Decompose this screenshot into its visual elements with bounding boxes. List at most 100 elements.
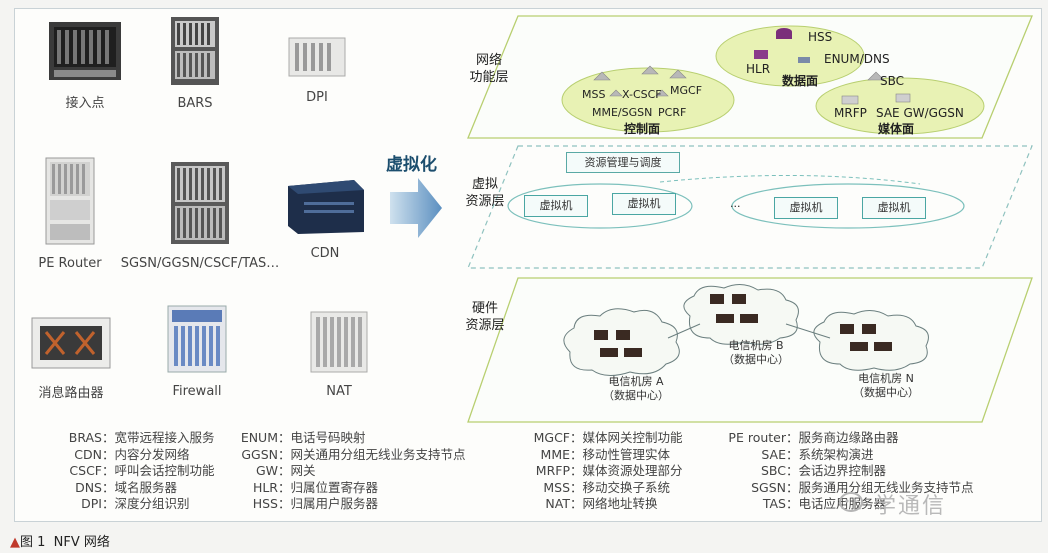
- function-ovals: [561, 25, 985, 135]
- legend-row: SAE：系统架构演进: [712, 447, 974, 464]
- device-firewall: Firewall: [152, 304, 242, 399]
- data-plane-title: 数据面: [782, 74, 819, 88]
- label-mss: MSS: [582, 88, 606, 101]
- virtual-machine: 虚拟机: [862, 197, 926, 219]
- legend-abbr: CSCF: [69, 463, 102, 478]
- legend-desc: 域名服务器: [114, 479, 178, 495]
- wechat-icon: [839, 492, 863, 512]
- legend-desc: 电话号码映射: [290, 430, 366, 445]
- legend-abbr: SAE: [761, 446, 786, 462]
- legend-row: SGSN：服务通用分组无线业务支持节点: [712, 479, 974, 497]
- legend-row: GW：网关: [222, 463, 466, 480]
- legend-desc: 系统架构演进: [798, 446, 874, 462]
- device-dpi: DPI: [272, 34, 362, 105]
- chassis-icon: [167, 305, 227, 373]
- legend-desc: 服务商边缘路由器: [798, 430, 899, 445]
- device-label: DPI: [306, 90, 328, 105]
- layer-name: 网络 功能层: [469, 53, 509, 85]
- legend-row: SBC：会话边界控制器: [712, 463, 974, 480]
- caption-text: 图 1 NFV 网络: [20, 535, 110, 550]
- label-enum-dns: ENUM/DNS: [824, 52, 890, 66]
- legend-desc: 会话边界控制器: [798, 463, 887, 478]
- chassis-icon: [171, 17, 219, 85]
- vm-ellipsis: ···: [730, 200, 741, 213]
- legend-abbr: DNS: [75, 479, 102, 495]
- mss-icon: [593, 71, 611, 81]
- label-mrfp: MRFP: [834, 106, 867, 120]
- legend-desc: 宽带远程接入服务: [114, 430, 215, 445]
- control-plane-title: 控制面: [624, 122, 661, 136]
- device-label: SGSN/GGSN/CSCF/TAS…: [120, 256, 280, 271]
- legend-desc: 内容分发网络: [114, 446, 190, 462]
- device-nat: NAT: [294, 310, 384, 399]
- legend-abbr: PE router: [728, 430, 786, 445]
- legend-desc: 服务通用分组无线业务支持节点: [798, 479, 974, 495]
- layer-label-virtual-resource: 虚拟 资源层: [450, 176, 520, 210]
- room-note: （数据中心）: [853, 386, 919, 399]
- label-pcrf: PCRF: [658, 106, 687, 119]
- legend-abbr: SGSN: [751, 479, 786, 495]
- legend-row: BRAS：宽带远程接入服务: [40, 430, 215, 447]
- legend-col-4: PE router：服务商边缘路由器 SAE：系统架构演进 SBC：会话边界控制…: [712, 430, 974, 513]
- enum-dns-icon: [798, 57, 810, 63]
- cloud-room-a: [563, 308, 680, 376]
- legend-abbr: GW: [255, 463, 278, 478]
- legend-row: HSS：归属用户服务器: [222, 496, 466, 513]
- legend-abbr: ENUM: [240, 430, 278, 445]
- legend-abbr: MGCF: [533, 430, 570, 445]
- data-plane-oval: [715, 25, 865, 87]
- legend-desc: 网络地址转换: [582, 496, 658, 511]
- triangle-icon: ▲: [10, 535, 20, 550]
- legend-col-3: MGCF：媒体网关控制功能 MME：移动性管理实体 MRFP：媒体资源处理部分 …: [512, 430, 683, 513]
- chassis-icon: [288, 180, 364, 234]
- legend-abbr: HLR: [252, 479, 278, 495]
- resource-management-box: 资源管理与调度: [566, 152, 680, 173]
- pcrf-icon: [655, 89, 669, 97]
- mrfp-icon: [841, 95, 859, 105]
- legend-abbr: CDN: [74, 446, 102, 462]
- legend-row: MSS：移动交换子系统: [512, 480, 683, 497]
- virtual-resource-plane: [467, 145, 1033, 269]
- layer-label-network-function: 网络 功能层: [454, 52, 524, 86]
- device-sgsn-ggsn: SGSN/GGSN/CSCF/TAS…: [118, 160, 282, 271]
- device-label: BARS: [177, 96, 213, 111]
- vm-groups: [507, 174, 965, 229]
- data-center-clouds: [563, 284, 929, 376]
- room-note: （数据中心）: [603, 389, 669, 402]
- media-plane-title: 媒体面: [878, 122, 915, 136]
- chassis-icon: [31, 317, 111, 369]
- legend-abbr: DPI: [81, 496, 102, 511]
- legend-row: PE router：服务商边缘路由器: [712, 430, 974, 447]
- cloud-room-n: [813, 310, 929, 371]
- mme-icon: [609, 89, 623, 97]
- chassis-icon: [171, 162, 229, 244]
- legend-desc: 媒体资源处理部分: [582, 463, 683, 478]
- mgmt-link: [659, 174, 921, 185]
- label-mgcf: MGCF: [670, 84, 703, 97]
- label-x-cscf: X-CSCF: [622, 88, 662, 101]
- label-sbc: SBC: [880, 74, 905, 88]
- legend-row: MRFP：媒体资源处理部分: [512, 463, 683, 480]
- watermark-text: 学通信: [874, 494, 947, 519]
- sbc-icon: [867, 71, 885, 81]
- legend-abbr: TAS: [762, 496, 786, 511]
- legend-col-2: ENUM：电话号码映射 GGSN：网关通用分组无线业务支持节点 GW：网关 HL…: [222, 430, 466, 513]
- legend-row: HLR：归属位置寄存器: [222, 480, 466, 497]
- device-label: NAT: [326, 384, 352, 399]
- device-pe-router: PE Router: [30, 156, 110, 271]
- room-name: 电信机房 A: [608, 375, 664, 388]
- legend-abbr: NAT: [545, 496, 570, 511]
- legend-abbr: HSS: [252, 496, 278, 511]
- vm-group-right: [731, 183, 965, 229]
- legend-desc: 移动性管理实体: [582, 446, 671, 462]
- device-access-point: 接入点: [30, 20, 140, 111]
- device-label: CDN: [310, 246, 340, 261]
- label-hss: HSS: [808, 30, 833, 44]
- legend-abbr: MSS: [543, 479, 570, 495]
- room-name: 电信机房 B: [728, 339, 784, 352]
- media-plane-oval: [815, 77, 985, 135]
- virtual-machine: 虚拟机: [612, 193, 676, 215]
- legend-desc: 移动交换子系统: [582, 479, 671, 495]
- legend-row: CDN：内容分发网络: [40, 447, 215, 464]
- chassis-icon: [45, 157, 95, 245]
